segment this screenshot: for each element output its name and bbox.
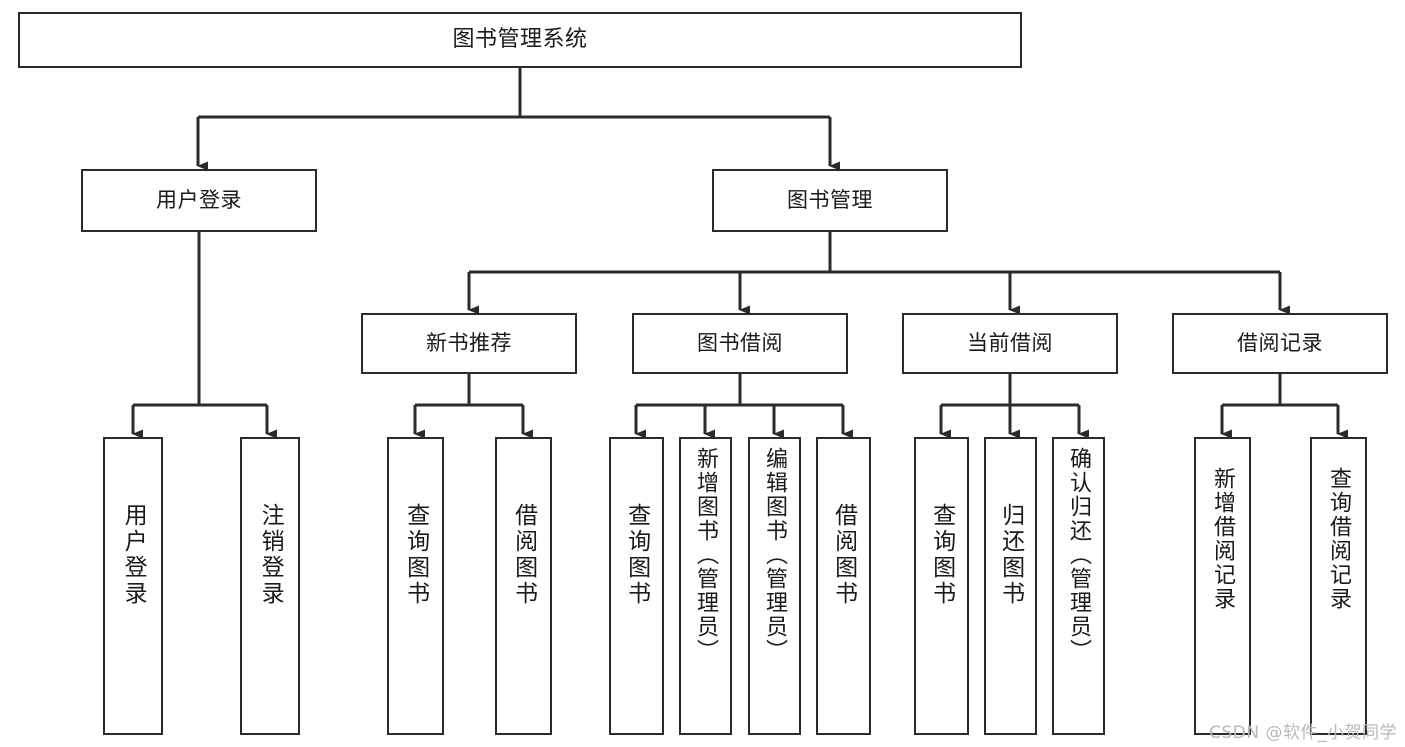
node-label: 用户登录 [120,503,147,607]
node-root-book-management-system[interactable]: 图书管理系统 [18,12,1022,68]
node-current-borrow[interactable]: 当前借阅 [902,313,1118,374]
node-leaf-add-book-admin[interactable]: 新增图书（管理员） [679,437,732,735]
node-label: 图书管理 [787,188,873,213]
node-label: 新书推荐 [426,331,512,356]
node-label: 借阅图书 [830,503,857,607]
node-leaf-user-login[interactable]: 用户登录 [103,437,163,735]
node-leaf-borrow-book-recommend[interactable]: 借阅图书 [495,437,552,735]
node-borrow-record[interactable]: 借阅记录 [1172,313,1388,374]
node-leaf-query-book-current[interactable]: 查询图书 [914,437,969,735]
node-label: 编辑图书（管理员） [762,447,788,663]
node-label: 查询图书 [402,503,429,607]
node-book-management[interactable]: 图书管理 [712,169,948,232]
node-label: 查询借阅记录 [1326,467,1352,611]
node-label: 借阅图书 [510,503,537,607]
node-label: 借阅记录 [1237,331,1323,356]
node-book-borrow[interactable]: 图书借阅 [632,313,848,374]
node-leaf-confirm-return-admin[interactable]: 确认归还（管理员） [1052,437,1105,735]
csdn-watermark: CSDN @软件_小贺同学 [1209,723,1397,743]
node-label: 图书借阅 [697,331,783,356]
node-label: 确认归还（管理员） [1066,447,1092,663]
node-label: 注销登录 [257,503,284,607]
node-leaf-borrow-book[interactable]: 借阅图书 [816,437,871,735]
node-leaf-add-borrow-record[interactable]: 新增借阅记录 [1194,437,1251,735]
node-leaf-query-book-borrow[interactable]: 查询图书 [609,437,664,735]
node-label: 新增借阅记录 [1210,467,1236,611]
node-label: 归还图书 [997,503,1024,607]
node-leaf-edit-book-admin[interactable]: 编辑图书（管理员） [748,437,801,735]
node-new-book-recommend[interactable]: 新书推荐 [361,313,577,374]
node-leaf-query-borrow-record[interactable]: 查询借阅记录 [1310,437,1367,735]
node-label: 新增图书（管理员） [693,447,719,663]
node-leaf-query-book-recommend[interactable]: 查询图书 [387,437,444,735]
node-label: 查询图书 [928,503,955,607]
node-label: 图书管理系统 [452,27,588,53]
node-leaf-user-logout[interactable]: 注销登录 [240,437,300,735]
node-leaf-return-book[interactable]: 归还图书 [984,437,1037,735]
node-label: 当前借阅 [967,331,1053,356]
node-label: 用户登录 [156,188,242,213]
node-label: 查询图书 [623,503,650,607]
node-user-login[interactable]: 用户登录 [81,169,317,232]
